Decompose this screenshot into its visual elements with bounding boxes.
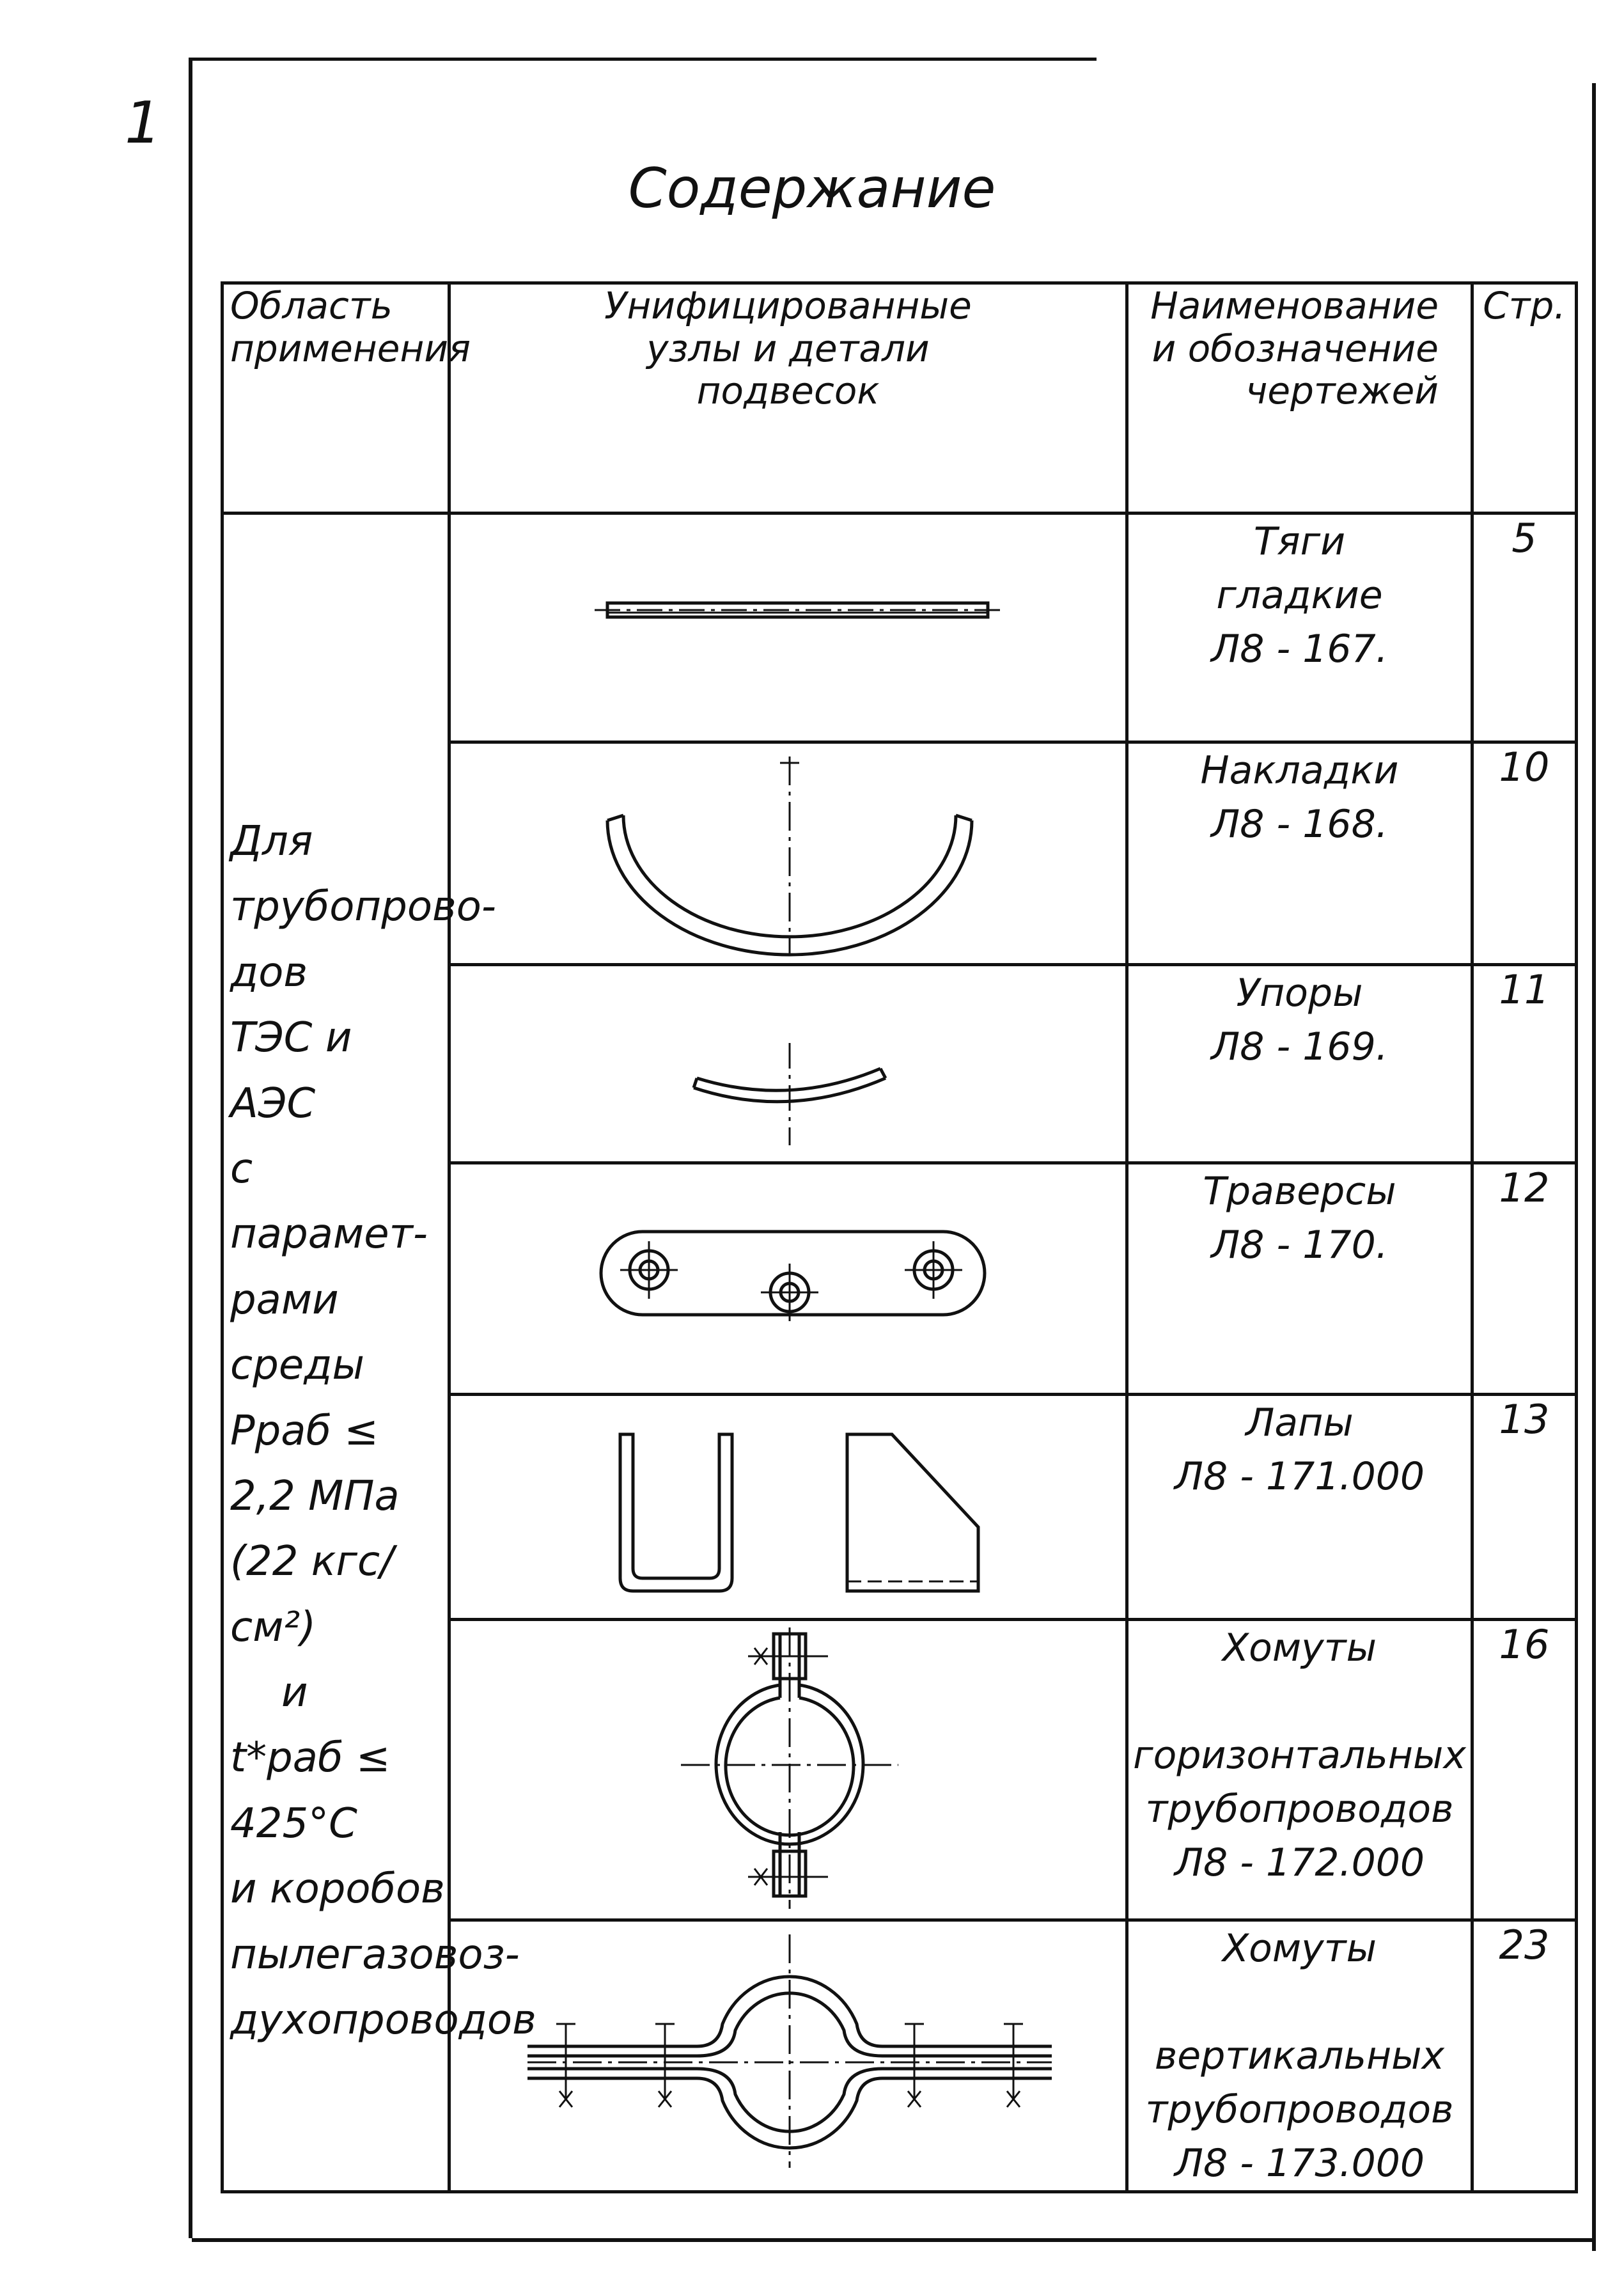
table-row: Хомуты вертикальных трубопроводов Л8 - 1…	[223, 1918, 1578, 2193]
drawing-cell	[448, 963, 1128, 1164]
frame-bottom-line	[192, 2238, 1592, 2242]
paw-icon	[618, 1432, 980, 1593]
drawing-name: Накладки Л8 - 168.	[1125, 741, 1474, 966]
page-number: 23	[1471, 1918, 1578, 2193]
table-row: Траверсы Л8 - 170. 12	[223, 1161, 1578, 1396]
header-page: Стр.	[1471, 281, 1578, 515]
drawing-cell	[448, 1393, 1128, 1621]
table-row: Упоры Л8 - 169. 11	[223, 963, 1578, 1164]
page-number: 11	[1471, 963, 1578, 1164]
drawing-cell	[448, 1161, 1128, 1396]
header-name: Наименование и обозначение чертежей	[1125, 281, 1474, 515]
table-row: Накладки Л8 - 168. 10	[223, 741, 1578, 966]
drawing-name: Тяги гладкие Л8 - 167.	[1125, 512, 1474, 744]
traverse-icon	[599, 1230, 987, 1321]
temperature-limit: t*раб ≤ 425°C	[230, 1734, 391, 1847]
drawing-name: Хомуты вертикальных трубопроводов Л8 - 1…	[1125, 1918, 1474, 2193]
table-row: Хомуты горизонтальных трубопроводов Л8 -…	[223, 1618, 1578, 1922]
drawing-cell	[448, 1618, 1128, 1922]
contents-table: Область применения Унифицированные узлы …	[221, 281, 1578, 2193]
header-area: Область применения	[221, 281, 471, 515]
header-units: Унифицированные узлы и детали подвесок	[448, 281, 1128, 515]
frame-left-line	[189, 58, 192, 2238]
table-row: Лапы Л8 - 171.000 13	[223, 1393, 1578, 1621]
page-number: 13	[1471, 1393, 1578, 1621]
drawing-name: Хомуты горизонтальных трубопроводов Л8 -…	[1125, 1618, 1474, 1922]
drawing-cell	[448, 1918, 1128, 2193]
arc-stop-icon	[692, 1043, 887, 1145]
drawing-name: Траверсы Л8 - 170.	[1125, 1161, 1474, 1396]
clamp-vertical-icon	[527, 1934, 1052, 2168]
frame-top-line	[189, 58, 1097, 61]
header-row: Область применения Унифицированные узлы …	[221, 281, 1578, 515]
semicircle-plate-icon	[605, 756, 974, 957]
clamp-horizontal-icon	[681, 1627, 898, 1909]
application-area-cell: Для трубопрово- дов ТЭС и АЭС с парамет-…	[221, 512, 536, 2193]
rod-icon	[595, 601, 1001, 619]
page-number: 12	[1471, 1161, 1578, 1396]
pressure-limit: Pраб ≤ 2,2 МПа	[230, 1407, 400, 1520]
page-number: 10	[1471, 741, 1578, 966]
table-row: Для трубопрово- дов ТЭС и АЭС с парамет-…	[221, 512, 1578, 2193]
pressure-limit-alt: (22 кгс/см²)	[230, 1538, 394, 1651]
drawing-name: Лапы Л8 - 171.000	[1125, 1393, 1474, 1621]
sheet-number: 1	[125, 90, 162, 157]
drawing-cell	[448, 741, 1128, 966]
frame-right-line	[1592, 83, 1596, 2251]
drawing-cell	[448, 512, 1128, 744]
page-number: 16	[1471, 1618, 1578, 1922]
drawing-name: Упоры Л8 - 169.	[1125, 963, 1474, 1164]
conjunction-text: и	[281, 1669, 308, 1717]
application-area-text: Для трубопрово- дов ТЭС и АЭС с парамет-…	[230, 818, 496, 1390]
application-area-tail: и коробов пылегазовоз- духопроводов	[230, 1865, 536, 2044]
page-title: Содержание	[628, 157, 996, 221]
page-number: 5	[1471, 512, 1578, 744]
